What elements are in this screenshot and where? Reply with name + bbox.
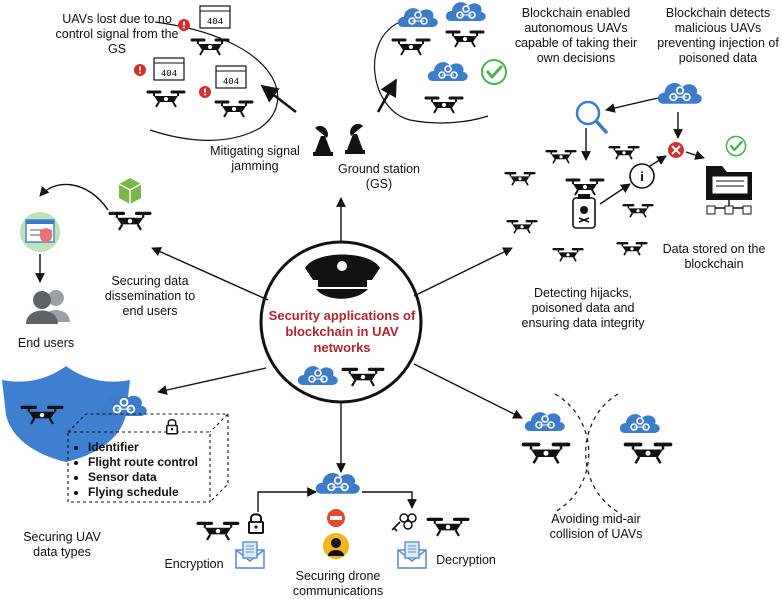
- label-jamming: Mitigating signal jamming: [210, 144, 300, 173]
- collision-drone-right: [623, 442, 673, 466]
- datatype-box: [67, 413, 230, 503]
- hacker-icon: [323, 533, 349, 559]
- arrow-poison-to-info: [599, 183, 631, 205]
- blockchain-icon: [397, 7, 439, 28]
- data-type-item: Sensor data: [88, 470, 198, 485]
- encryption-lock-icon: [248, 513, 264, 534]
- swarm-drone-1: [545, 149, 577, 165]
- comms-blockchain-icon: [314, 472, 361, 495]
- decryption-drone-icon: [426, 517, 470, 538]
- collision-blockchain-icon-left: [524, 411, 566, 432]
- drone-icon: [214, 100, 254, 119]
- swarm-drone-4: [622, 203, 654, 219]
- arrow-cross-to-folder: [685, 150, 705, 160]
- arrow-to-datatypes: [157, 367, 267, 395]
- arrow-drone-to-user-device: [39, 183, 109, 211]
- key-icon: [391, 513, 417, 532]
- label-autonomous: Blockchain enabled autonomous UAVs capab…: [514, 6, 638, 65]
- label-decryption: Decryption: [436, 553, 496, 567]
- detector-blockchain-icon: [656, 82, 703, 105]
- blockchain-icon: [427, 61, 469, 82]
- blocked-icon: [327, 509, 345, 527]
- label-ground-station: Ground station (GS): [338, 162, 420, 191]
- arrow-blockchain-to-magnifier: [605, 97, 659, 113]
- encryption-drone-icon: [196, 521, 240, 542]
- lost-uav-1: 404: [178, 5, 231, 57]
- separation-arc-left: [554, 393, 590, 513]
- dissemination-drone-icon: [108, 211, 152, 232]
- secure-browser-icon: [20, 212, 60, 252]
- label-malicious: Blockchain detects malicious UAVs preven…: [657, 6, 779, 65]
- users-icon: [26, 290, 70, 324]
- lost-uav-2: 404: [134, 57, 186, 109]
- drone-icon: [565, 178, 605, 197]
- drone-icon: [424, 96, 464, 115]
- ground-station-antennas: [313, 123, 365, 156]
- jamming-ray-left: [260, 84, 297, 113]
- label-collision: Avoiding mid-air collision of UAVs: [549, 512, 643, 541]
- collision-drone-left: [521, 442, 571, 466]
- arrow-info-to-cross: [649, 155, 667, 167]
- jamming-ray-right: [376, 78, 398, 113]
- swarm-drone-2: [608, 145, 640, 161]
- stored-check-icon: [725, 135, 747, 157]
- label-data-types: Securing UAV data types: [23, 530, 101, 559]
- drone-icon: [391, 38, 431, 57]
- signal-bounds-right: [374, 21, 489, 124]
- swarm-drone-3: [504, 171, 536, 187]
- poisoned-drone-icon: [565, 178, 605, 229]
- check-icon: [480, 58, 508, 86]
- lost-uav-3: 404: [199, 65, 254, 119]
- label-end-users: End users: [17, 336, 75, 350]
- decryption-envelope-icon: [397, 541, 427, 569]
- arrow-blockchain-to-decryption: [362, 491, 417, 509]
- center-title: Security applications of blockchain in U…: [268, 308, 416, 355]
- swarm-drone-6: [552, 247, 584, 263]
- label-comms: Securing drone communications: [292, 569, 384, 598]
- data-type-item: Identifier: [88, 440, 198, 455]
- error-404-label: 404: [207, 17, 223, 27]
- reject-icon: [668, 142, 684, 158]
- drone-icon: [190, 38, 230, 57]
- label-stored: Data stored on the blockchain: [662, 242, 766, 271]
- error-404-label: 404: [161, 69, 177, 79]
- label-dissemination: Securing data dissemination to end users: [104, 274, 196, 318]
- autonomous-uav-group: [391, 1, 508, 115]
- arrow-encryption-to-blockchain: [257, 487, 317, 512]
- arrow-to-dissemination: [151, 247, 269, 301]
- label-lost-uavs: UAVs lost due to no control signal from …: [55, 12, 179, 56]
- police-hat-icon: [305, 254, 380, 299]
- label-hijack: Detecting hijacks, poisoned data and ens…: [521, 286, 645, 330]
- shield-icon: [2, 366, 130, 462]
- folder-icon: [706, 166, 752, 215]
- arrow-to-collision: [413, 363, 523, 419]
- data-type-item: Flight route control: [88, 455, 198, 470]
- swarm-drone-5: [506, 219, 538, 235]
- drone-icon: [445, 30, 485, 49]
- error-icon: [199, 86, 211, 98]
- label-encryption: Encryption: [164, 557, 224, 571]
- separation-arc-right: [585, 393, 619, 513]
- signal-bounds-left: [149, 21, 279, 141]
- data-type-item: Flying schedule: [88, 485, 198, 500]
- box-block-icon: [118, 178, 142, 204]
- magnifier-icon: [575, 100, 608, 134]
- arrow-to-hijack: [413, 247, 513, 297]
- swarm-drone-7: [616, 241, 648, 257]
- error-404-label: 404: [223, 77, 239, 87]
- error-icon: [134, 64, 146, 76]
- info-icon: i: [629, 163, 655, 189]
- svg-text:i: i: [640, 169, 644, 184]
- datatype-lock-icon: [166, 418, 178, 435]
- drone-icon: [146, 90, 186, 109]
- blockchain-icon: [445, 1, 487, 22]
- data-type-list: Identifier Flight route control Sensor d…: [74, 440, 198, 500]
- collision-blockchain-icon-right: [619, 413, 661, 434]
- encryption-envelope-icon: [235, 541, 265, 569]
